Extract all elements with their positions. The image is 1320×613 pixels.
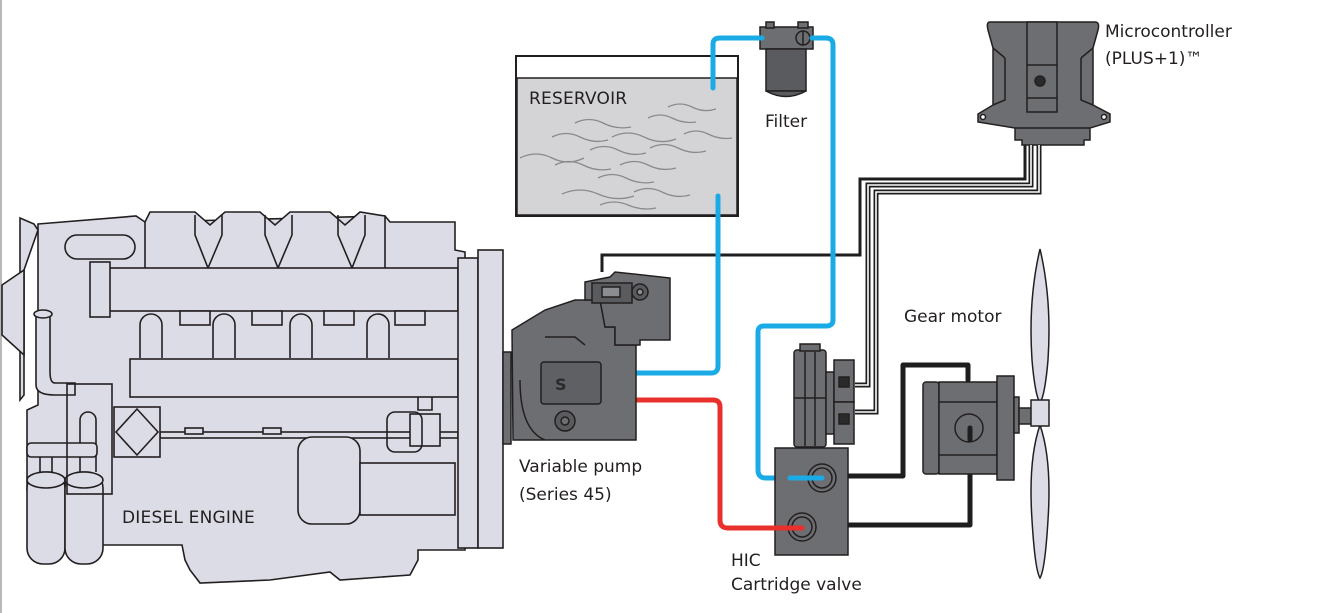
gear-motor [922,375,1034,481]
fan [1030,248,1050,580]
fan-blade-lower [1030,422,1050,580]
line-reservoir-to-filter [710,35,765,91]
valve-manifold-block [774,447,849,556]
pump-logo-icon: S [555,375,567,394]
engine-exhaust-manifold [129,358,459,398]
reservoir-fluid [516,77,738,216]
fan-hub [1030,399,1050,427]
engine-intake-manifold [107,267,459,312]
line-valve-to-motor-a [845,362,971,479]
engine-flywheel-housing [457,257,479,549]
filter [759,21,814,98]
valve-sublabel: Cartridge valve [731,575,862,595]
wire-controller-to-pump [600,145,1027,272]
engine-coolant-pipe [35,314,76,396]
microcontroller-sublabel: (PLUS+1)™ [1105,49,1203,69]
hic-cartridge-valve [774,343,855,556]
reservoir-waves [519,103,733,210]
variable-pump: S [502,271,671,445]
engine-injectors [139,310,426,358]
filter-canister [765,48,807,92]
engine-fuel-filters [26,383,113,565]
engine-valve-cover [144,211,386,271]
fan-blade-upper [1030,248,1050,405]
engine-starter [297,436,361,525]
filter-label: Filter [765,112,808,132]
line-reservoir-to-pump [633,193,721,376]
valve-label: HIC [731,551,761,571]
engine-oil-filter-housing [113,406,161,458]
engine-label: DIESEL ENGINE [122,508,255,528]
reservoir [515,55,739,217]
electrical-wires [600,145,1042,415]
line-pump-to-valve [633,397,805,531]
microcontroller [977,21,1111,146]
diesel-engine [1,211,504,584]
pump-label: Variable pump [519,457,643,477]
engine-pulley [1,268,25,357]
reservoir-label: RESERVOIR [529,89,628,109]
wire-controller-to-solenoid-1 [855,145,1034,388]
line-filter-to-valve [755,35,836,481]
pump-sublabel: (Series 45) [519,485,612,505]
pump-nameplate [540,361,602,405]
gear-motor-label: Gear motor [904,307,1002,327]
microcontroller-label: Microcontroller [1105,22,1232,42]
